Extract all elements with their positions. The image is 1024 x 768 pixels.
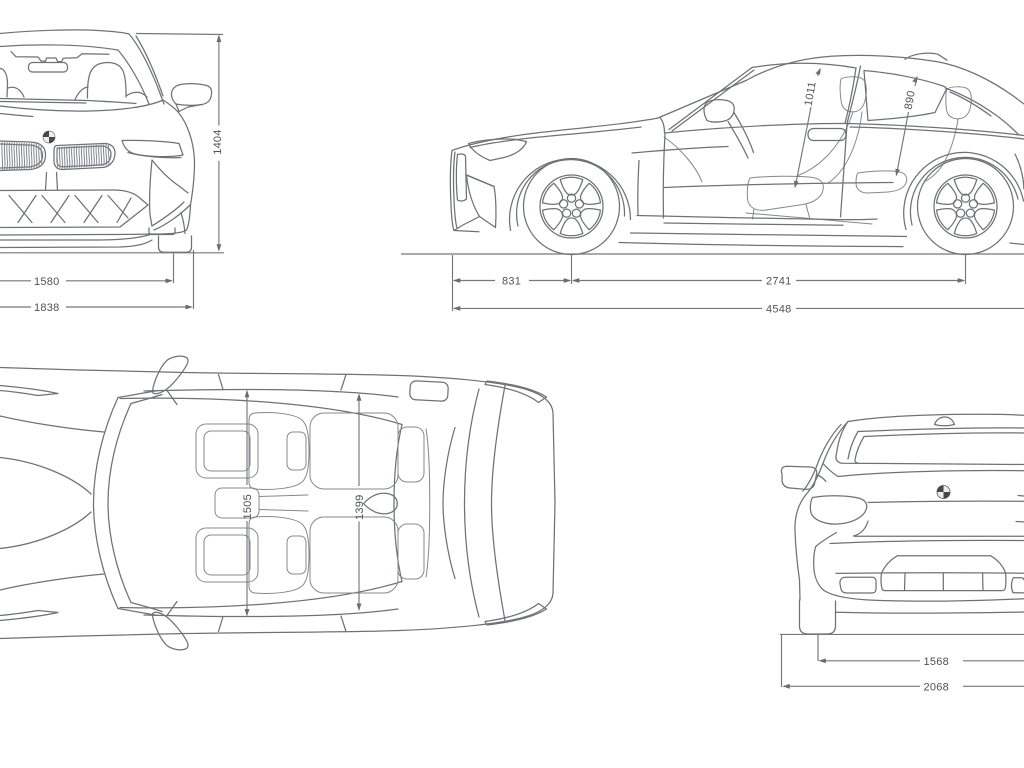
svg-text:2741: 2741 bbox=[766, 276, 791, 288]
svg-text:890: 890 bbox=[903, 90, 918, 111]
svg-text:1404: 1404 bbox=[212, 129, 224, 154]
svg-text:1568: 1568 bbox=[924, 656, 949, 668]
svg-text:2068: 2068 bbox=[924, 682, 949, 694]
svg-text:1011: 1011 bbox=[803, 81, 819, 107]
svg-text:1399: 1399 bbox=[354, 495, 366, 520]
svg-text:831: 831 bbox=[502, 276, 521, 288]
svg-text:1838: 1838 bbox=[34, 302, 59, 314]
svg-text:1505: 1505 bbox=[242, 494, 254, 519]
svg-text:1580: 1580 bbox=[34, 276, 59, 288]
svg-text:4548: 4548 bbox=[766, 303, 791, 315]
